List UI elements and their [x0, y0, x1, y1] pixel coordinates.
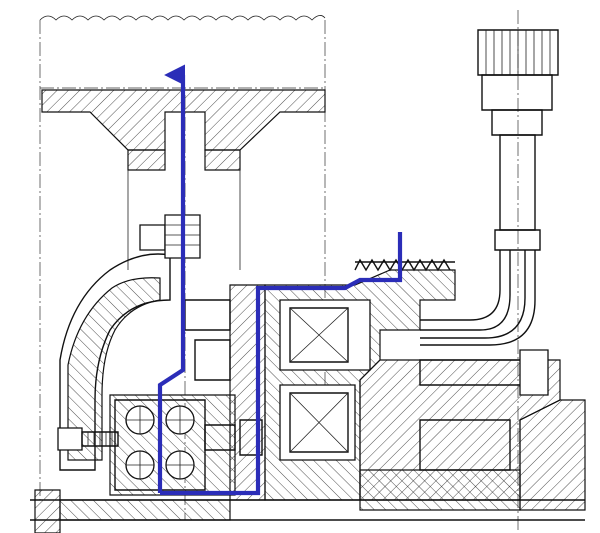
toothed-ring	[354, 258, 455, 272]
coil-lower	[289, 392, 349, 453]
bolt-right	[419, 349, 549, 396]
flux-path	[157, 64, 403, 496]
bearing-balls	[125, 405, 195, 480]
bolt-upper	[139, 214, 201, 259]
base-shaft	[30, 489, 585, 533]
coil-upper	[289, 307, 349, 363]
cable-connector	[420, 29, 559, 346]
bolt-left	[57, 427, 119, 451]
